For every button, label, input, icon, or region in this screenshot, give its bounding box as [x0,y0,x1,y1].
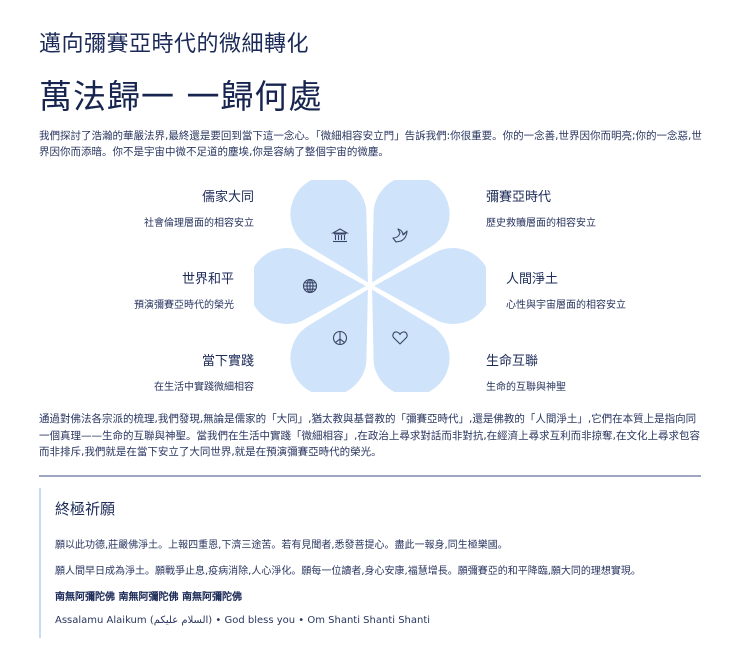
label-title: 世界和平 [181,272,234,287]
prayer-block: 終極祈願 願以此功德,莊嚴佛淨土。上報四重恩,下濟三途苦。若有見聞者,悉發菩提心… [39,488,701,638]
page-subtitle: 邁向彌賽亞時代的微細轉化 [39,32,310,57]
section-divider [39,475,701,477]
flower-diagram [254,180,486,392]
globe-icon [302,278,318,294]
body-paragraph: 通過對佛法各宗派的梳理,我們發現,無論是儒家的「大同」,猶太教與基督教的「彌賽亞… [39,413,701,458]
label-desc: 預演彌賽亞時代的榮光 [134,300,234,311]
label-title: 儒家大同 [201,190,254,205]
prayer-line-wishes: 願人間早日成為淨土。願戰爭止息,疫病消除,人心淨化。願每一位讀者,身心安康,福慧… [55,566,641,577]
label-confucian-datong: 儒家大同 社會倫理層面的相容安立 [144,186,254,229]
label-title: 彌賽亞時代 [486,190,552,205]
label-desc: 歷史救贖層面的相容安立 [486,218,596,229]
intro-paragraph: 我們探討了浩瀚的華嚴法界,最終還是要回到當下這一念心。「微細相容安立門」告訴我們… [39,130,702,158]
label-desc: 心性與宇宙層面的相容安立 [506,300,626,311]
label-desc: 社會倫理層面的相容安立 [144,218,254,229]
prayer-heading: 終極祈願 [55,500,116,518]
dove-icon [392,228,408,243]
label-title: 生命互聯 [486,354,539,369]
heart-icon [392,331,408,345]
label-title: 當下實踐 [201,354,254,369]
label-present-practice: 當下實踐 在生活中實踐微細相容 [154,350,254,393]
label-title: 人間淨土 [506,272,559,287]
label-desc: 生命的互聯與神聖 [486,382,566,393]
label-interconnected-life: 生命互聯 生命的互聯與神聖 [486,350,566,393]
label-desc: 在生活中實踐微細相容 [154,382,254,393]
label-messianic-age: 彌賽亞時代 歷史救贖層面的相容安立 [486,186,596,229]
prayer-line-blessings: Assalamu Alaikum (السلام عليكم) • God bl… [55,615,431,626]
label-pure-land: 人間淨土 心性與宇宙層面的相容安立 [506,268,626,311]
prayer-line-dedication: 願以此功德,莊嚴佛淨土。上報四重恩,下濟三途苦。若有見聞者,悉發菩提心。盡此一報… [55,540,508,551]
page-title: 萬法歸一 一歸何處 [39,77,323,116]
label-world-peace: 世界和平 預演彌賽亞時代的榮光 [134,268,234,311]
peace-icon [332,330,348,346]
prayer-line-amitabha: 南無阿彌陀佛 南無阿彌陀佛 南無阿彌陀佛 [55,592,242,603]
bank-icon [330,228,350,243]
